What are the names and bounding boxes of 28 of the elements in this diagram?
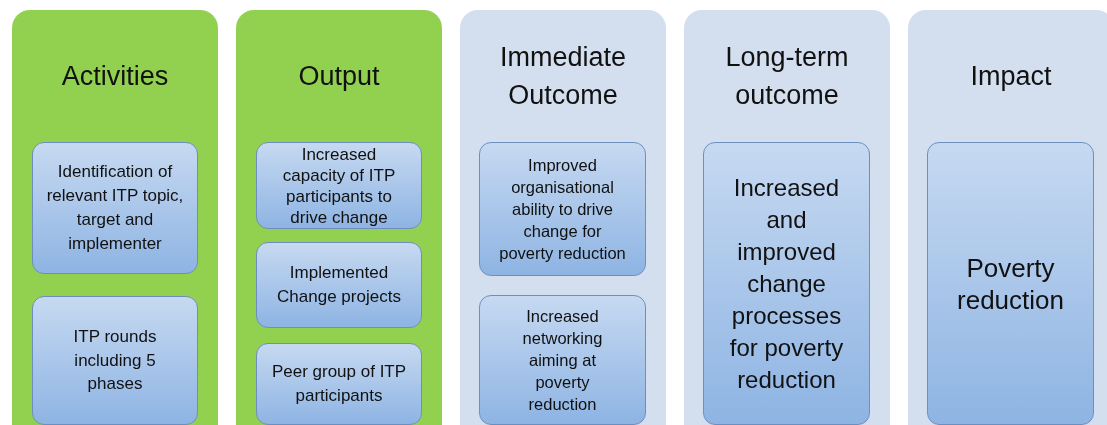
- column-panel: [908, 10, 1107, 425]
- column-title: Long-term outcome: [724, 41, 850, 112]
- box-text: Increased and improved change processes for poverty reduction: [728, 172, 845, 395]
- column-panel: [236, 10, 442, 425]
- column-title: Impact: [969, 60, 1053, 93]
- column-panel: [684, 10, 890, 425]
- text-box: [256, 242, 422, 328]
- column-panel: [12, 10, 218, 425]
- text-box: [927, 142, 1094, 425]
- column-title: Output: [297, 60, 381, 93]
- text-box: [479, 295, 646, 425]
- box-text: Increased capacity of ITP participants to drive change: [281, 143, 397, 228]
- text-box: [32, 142, 198, 274]
- text-box: [256, 343, 422, 425]
- box-text: Improved organisational ability to drive change for poverty reduction: [498, 155, 627, 264]
- column-title: Immediate Outcome: [498, 41, 628, 112]
- text-box: [32, 296, 198, 425]
- column-title: Activities: [60, 60, 170, 93]
- column-panel: [460, 10, 666, 425]
- box-text: ITP rounds including 5 phases: [72, 325, 158, 396]
- box-text: Increased networking aiming at poverty reduction: [521, 306, 604, 415]
- box-text: Poverty reduction: [956, 251, 1065, 316]
- text-box: [256, 142, 422, 229]
- box-text: Identification of relevant ITP topic, target and implementer: [45, 161, 185, 255]
- box-text: Implemented Change projects: [276, 262, 402, 308]
- box-text: Peer group of ITP participants: [270, 361, 408, 407]
- text-box: [479, 142, 646, 276]
- text-box: [703, 142, 870, 425]
